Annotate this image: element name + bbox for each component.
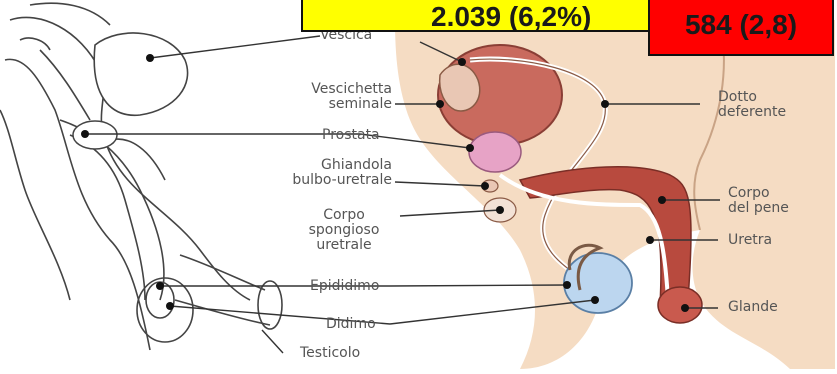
label-dotto-line2: deferente — [718, 105, 786, 120]
red-overlay-box: 584 (2,8) — [648, 0, 834, 56]
label-vescichetta-line1: Vescichetta — [258, 82, 392, 97]
label-corpo-pene-line2: del pene — [728, 201, 789, 216]
glans-shape — [658, 287, 702, 323]
label-ghiandola-line2: bulbo-uretrale — [232, 173, 392, 188]
label-ghiandola-bulbo-uretrale: Ghiandola bulbo-uretrale — [232, 158, 392, 188]
left-prostate-shape — [73, 121, 117, 149]
prostate-shape — [469, 132, 521, 172]
label-corpo-pene-line1: Corpo — [728, 186, 789, 201]
label-corpo-del-pene: Corpo del pene — [728, 186, 789, 216]
label-ghiandola-line1: Ghiandola — [232, 158, 392, 173]
label-glande: Glande — [728, 300, 778, 315]
label-vescichetta-seminale: Vescichetta seminale — [258, 82, 392, 112]
label-corpo-spongioso: Corpo spongioso uretrale — [294, 208, 394, 253]
label-testicolo: Testicolo — [300, 346, 360, 361]
label-uretra: Uretra — [728, 233, 772, 248]
testis-shape — [564, 253, 632, 313]
label-epididimo: Epididimo — [310, 279, 379, 294]
label-corpo-spongioso-line3: uretrale — [294, 238, 394, 253]
label-dotto-line1: Dotto — [718, 90, 786, 105]
label-didimo: Didimo — [326, 317, 376, 332]
yellow-overlay-box: 2.039 (6,2%) — [301, 0, 651, 32]
label-prostata: Prostata — [322, 128, 380, 143]
label-vescichetta-line2: seminale — [258, 97, 392, 112]
label-dotto-deferente: Dotto deferente — [718, 90, 786, 120]
label-corpo-spongioso-line1: Corpo — [294, 208, 394, 223]
left-bladder-shape — [94, 33, 187, 115]
label-corpo-spongioso-line2: spongioso — [294, 223, 394, 238]
